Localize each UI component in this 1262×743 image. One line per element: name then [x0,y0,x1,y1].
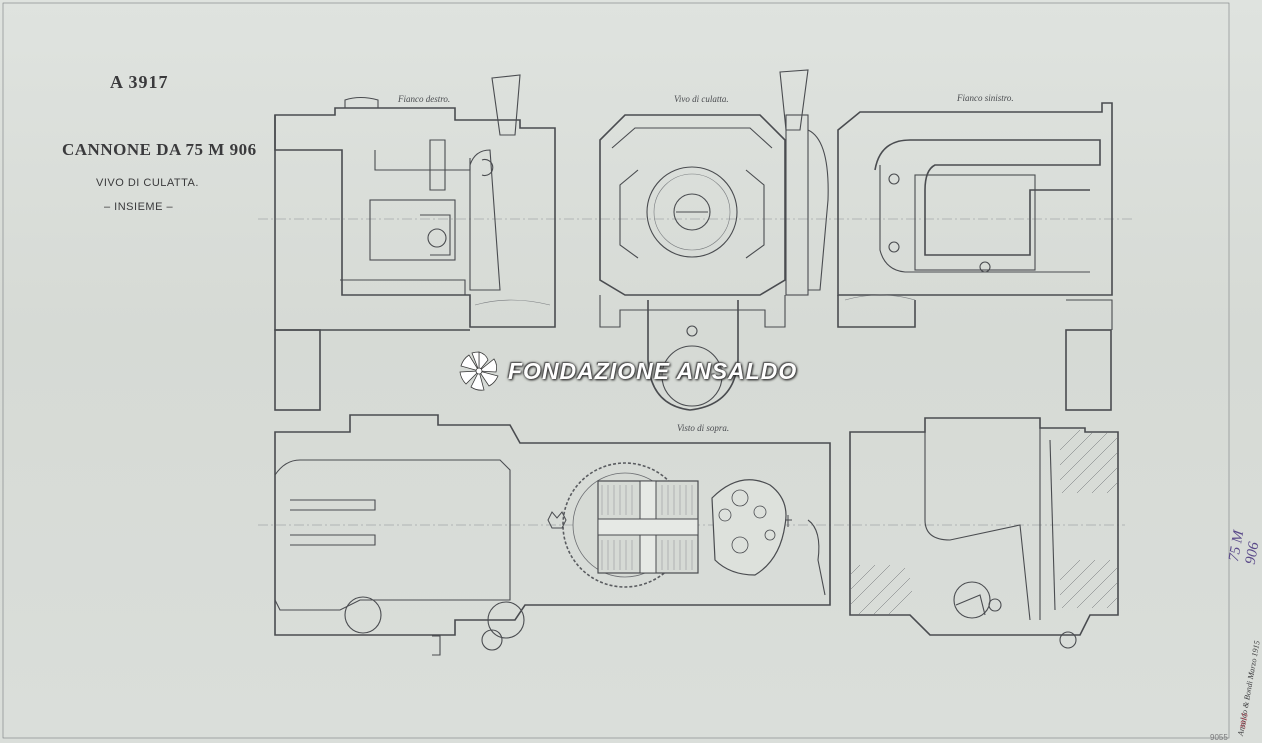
right-side-view [274,74,556,411]
group-label: – INSIEME – [104,201,174,213]
view-label-top-view: Visto di sopra. [677,423,730,433]
sheet-border [2,2,1230,739]
margin-note: 75 M 906 [1226,529,1262,566]
corner-number: 9055 [1210,733,1228,742]
breech-face-view [599,69,829,411]
savoy-coat-of-arms [547,462,792,588]
view-label-breech-face: Vivo di culatta. [674,94,729,104]
drawing-subtitle: VIVO DI CULATTA. [96,177,199,189]
view-label-left-side: Fianco sinistro. [957,93,1014,103]
sheet-number: A 3917 [110,72,169,92]
drawing-title: CANNONE DA 75 M 906 [62,140,257,159]
hatching-right-bottom [1059,559,1119,609]
left-side-view [837,102,1113,411]
hatching-right-top [1059,429,1119,494]
view-label-right-side: Fianco destro. [398,94,451,104]
top-view [274,414,831,656]
hatching-left [849,564,913,616]
ansaldo-logo-icon [459,351,499,391]
watermark: FONDAZIONE ANSALDO [458,350,797,392]
watermark-text: FONDAZIONE ANSALDO [508,357,798,384]
section-view [849,417,1119,649]
